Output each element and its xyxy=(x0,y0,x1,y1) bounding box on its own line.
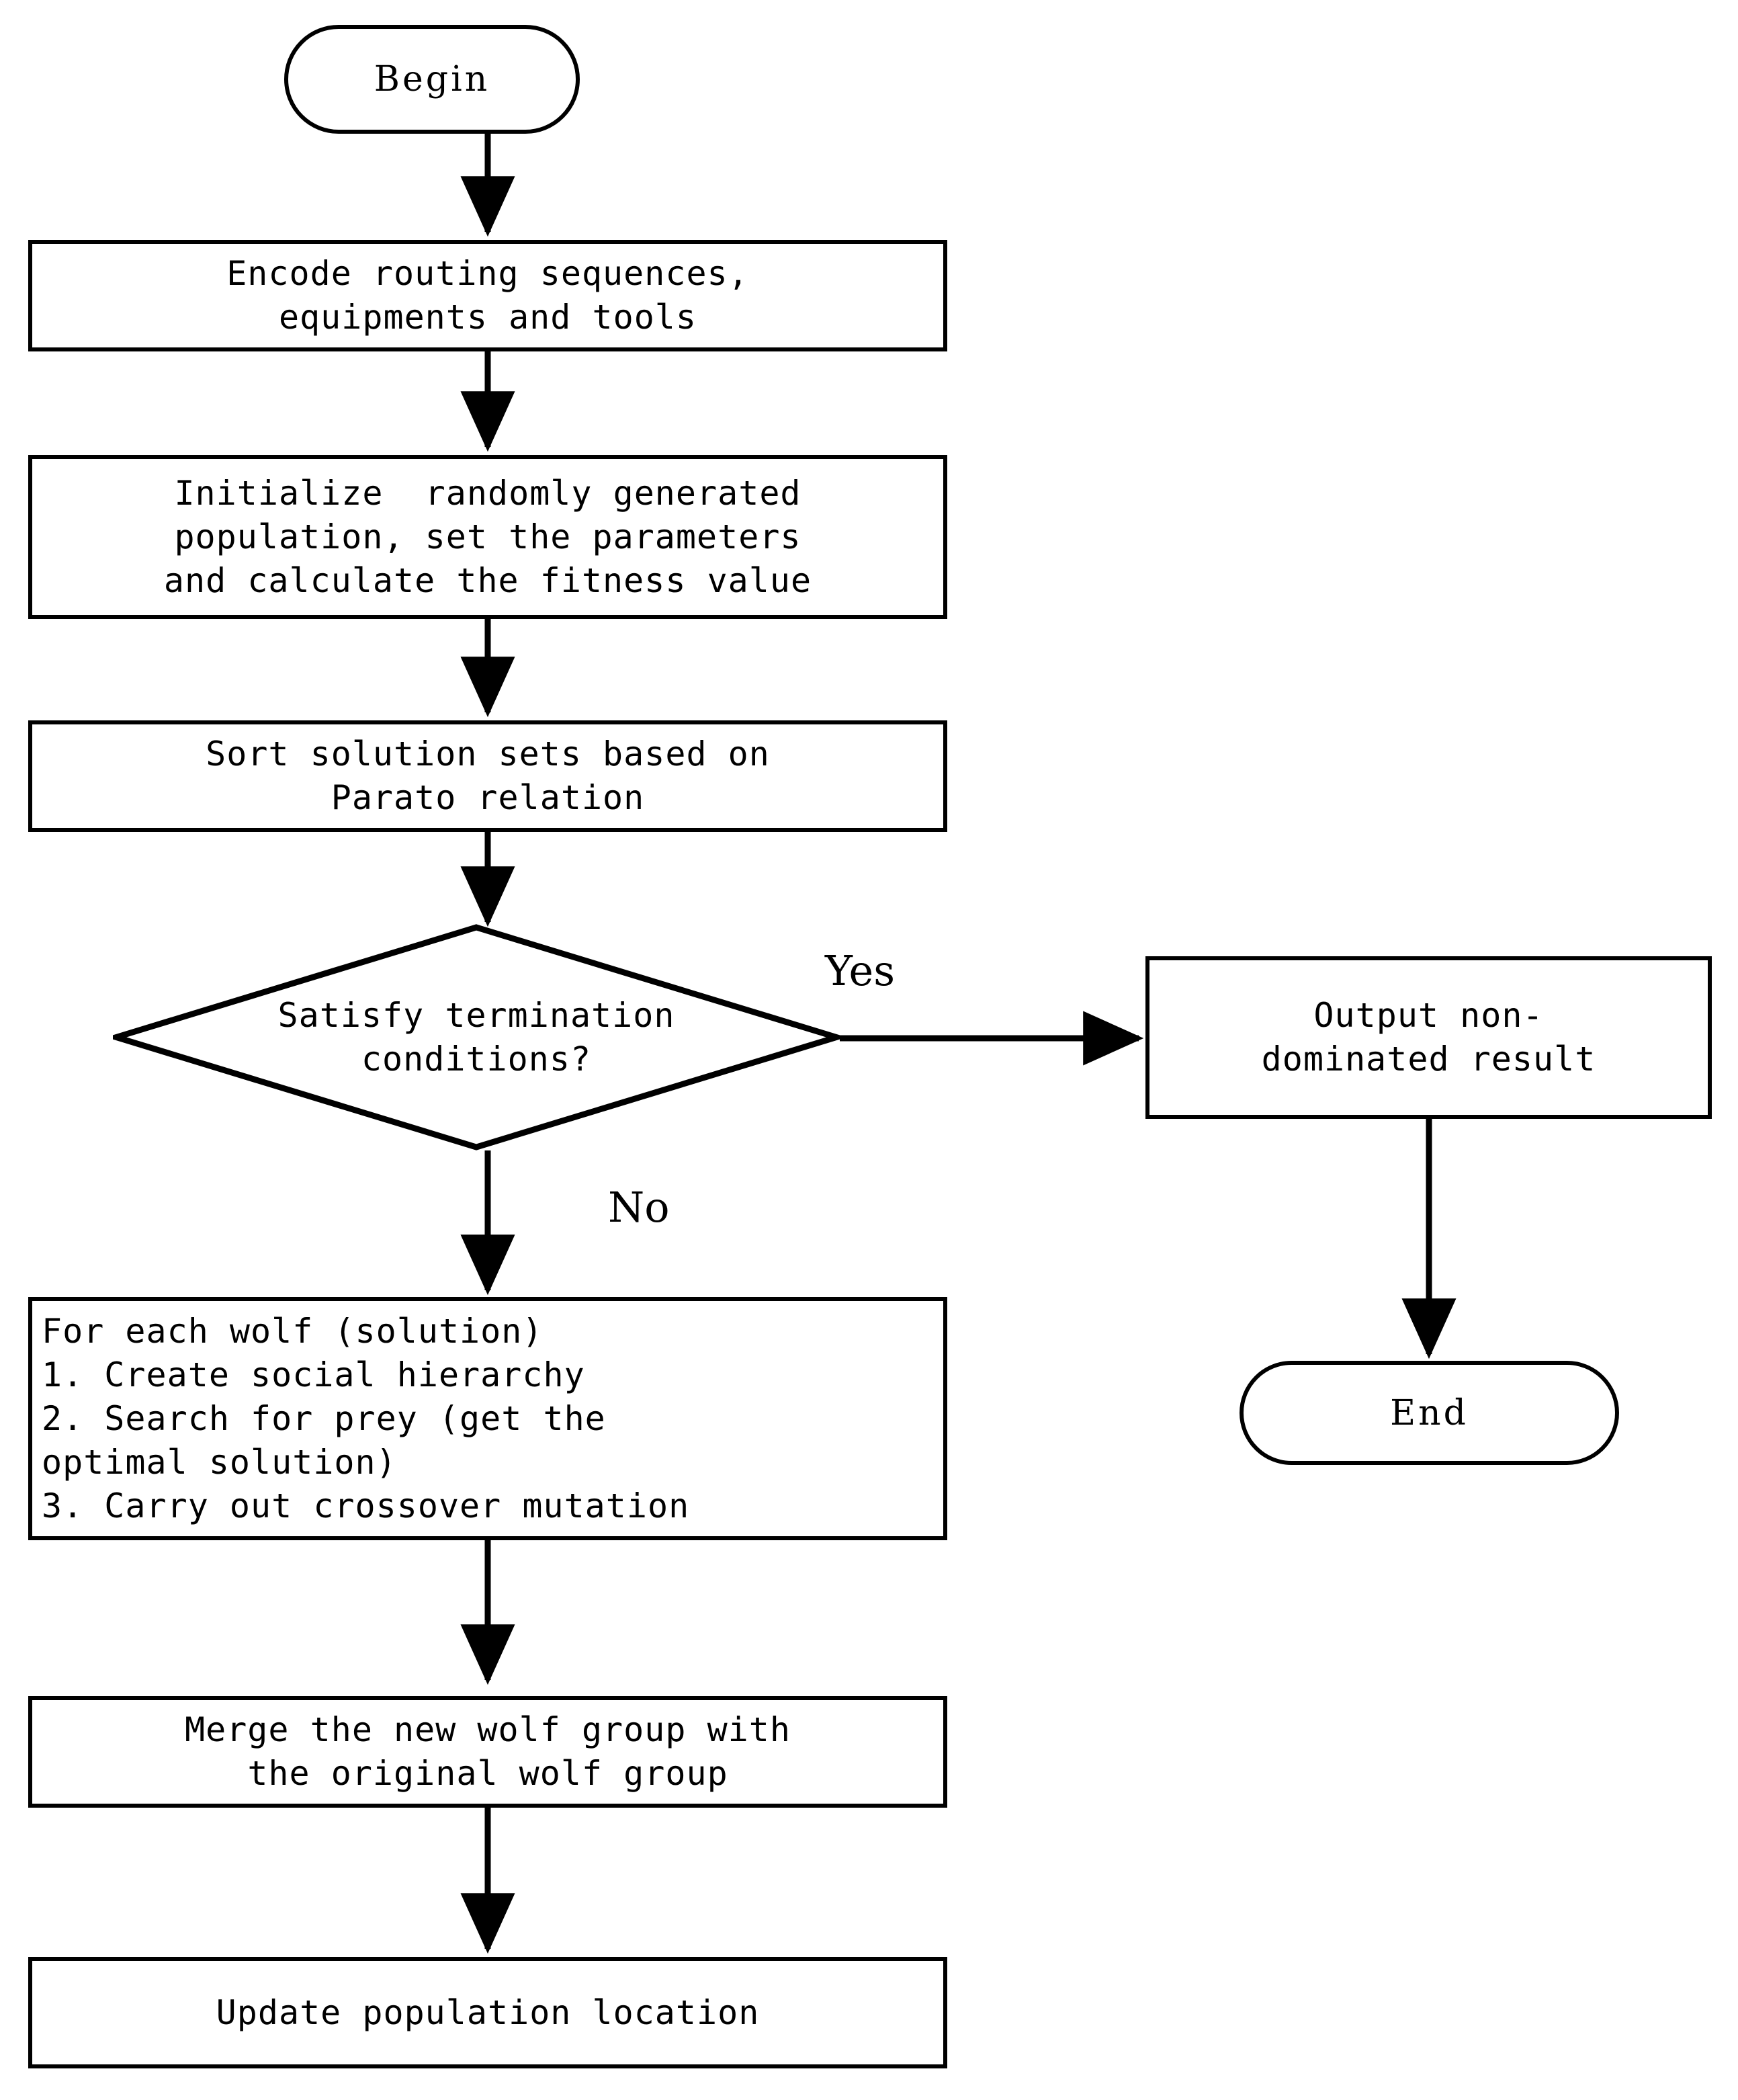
node-decision-termination-label: Satisfy termination conditions? xyxy=(277,995,675,1079)
edge-label-no: No xyxy=(608,1183,670,1232)
node-wolf-loop[interactable]: For each wolf (solution) 1. Create socia… xyxy=(28,1297,947,1540)
node-begin-label: Begin xyxy=(374,59,490,99)
decision-diamond-shape xyxy=(113,924,840,1150)
node-begin[interactable]: Begin xyxy=(284,25,580,134)
node-initialize-population-label: Initialize randomly generated population… xyxy=(163,473,812,600)
node-encode-routing-label: Encode routing sequences, equipments and… xyxy=(226,254,749,337)
node-output-nondominated-label: Output non- dominated result xyxy=(1261,996,1596,1079)
node-sort-solution-sets-label: Sort solution sets based on Parato relat… xyxy=(206,734,770,817)
node-end[interactable]: End xyxy=(1240,1361,1619,1465)
node-end-label: End xyxy=(1390,1392,1469,1433)
node-merge-wolf-groups[interactable]: Merge the new wolf group with the origin… xyxy=(28,1696,947,1808)
edge-label-yes: Yes xyxy=(825,946,896,995)
node-encode-routing[interactable]: Encode routing sequences, equipments and… xyxy=(28,240,947,351)
node-decision-termination[interactable]: Satisfy termination conditions? xyxy=(113,924,840,1150)
node-merge-wolf-groups-label: Merge the new wolf group with the origin… xyxy=(185,1710,791,1793)
node-update-population[interactable]: Update population location xyxy=(28,1957,947,2068)
node-sort-solution-sets[interactable]: Sort solution sets based on Parato relat… xyxy=(28,720,947,832)
node-output-nondominated[interactable]: Output non- dominated result xyxy=(1145,956,1712,1119)
node-initialize-population[interactable]: Initialize randomly generated population… xyxy=(28,455,947,619)
node-wolf-loop-label: For each wolf (solution) 1. Create socia… xyxy=(42,1311,690,1525)
node-update-population-label: Update population location xyxy=(216,1992,760,2032)
